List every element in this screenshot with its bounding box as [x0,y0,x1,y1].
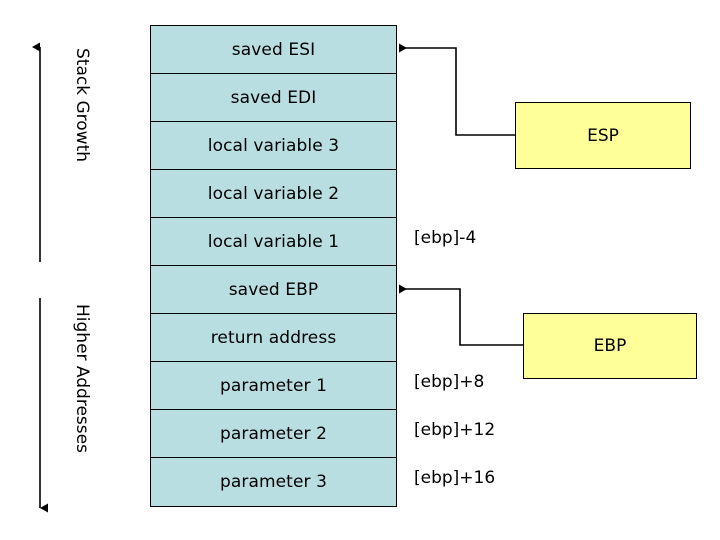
stack-cell-return-address: return address [151,314,396,362]
stack-cell-parameter-3: parameter 3 [151,458,396,506]
register-box-ebp: EBP [523,313,697,379]
offset-label-ebp-minus-4: [ebp]-4 [414,228,477,248]
stack-cell-parameter-1: parameter 1 [151,362,396,410]
stack-cell-parameter-2: parameter 2 [151,410,396,458]
offset-label-ebp-plus-16: [ebp]+16 [414,468,496,488]
stack-cell-saved-esi: saved ESI [151,26,396,74]
stack-cell-local-variable-3: local variable 3 [151,122,396,170]
side-label-stack-growth: Stack Growth [72,48,92,163]
stack-cell-saved-ebp: saved EBP [151,266,396,314]
side-label-higher-addresses: Higher Addresses [72,304,92,453]
register-box-esp: ESP [515,102,691,169]
stack-cell-local-variable-2: local variable 2 [151,170,396,218]
offset-label-ebp-plus-8: [ebp]+8 [414,372,485,392]
stack-cell-saved-edi: saved EDI [151,74,396,122]
stack-table: saved ESI saved EDI local variable 3 loc… [150,25,397,507]
ebp-connector [399,284,523,346]
esp-connector [399,43,515,136]
stack-cell-local-variable-1: local variable 1 [151,218,396,266]
offset-label-ebp-plus-12: [ebp]+12 [414,420,496,440]
